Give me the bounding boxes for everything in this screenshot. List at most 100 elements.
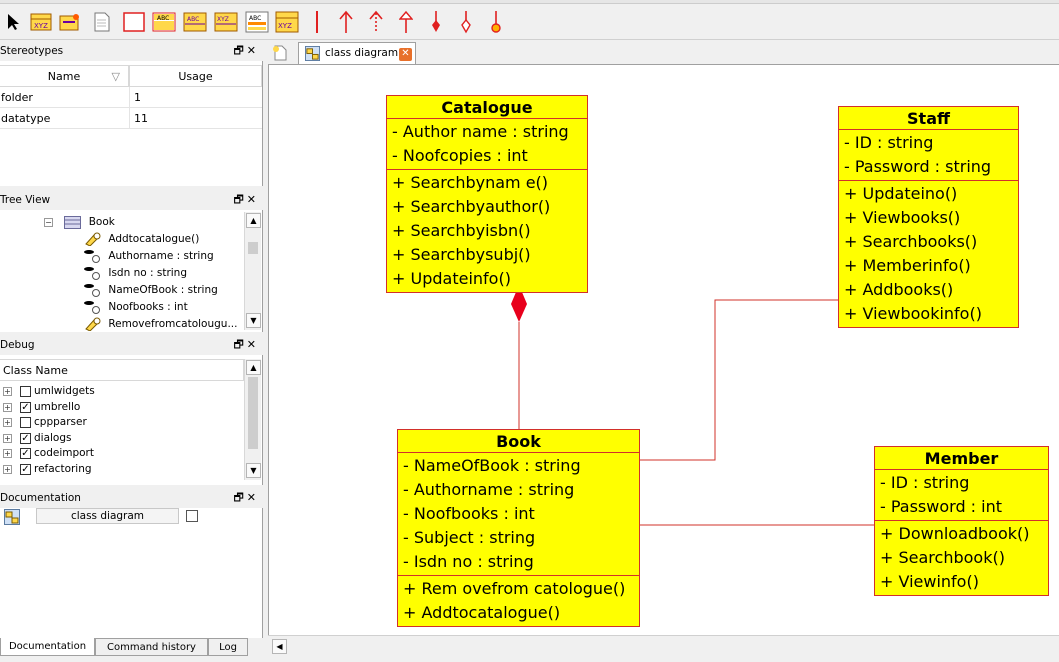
enum-tool-icon[interactable]: ABC bbox=[152, 10, 176, 34]
scroll-thumb[interactable] bbox=[248, 377, 258, 449]
attribute[interactable]: - Password : string bbox=[844, 157, 992, 176]
attribute[interactable]: - Noofbooks : int bbox=[403, 504, 535, 523]
category-tool-icon[interactable]: XYZ bbox=[214, 10, 238, 34]
documentation-field[interactable]: class diagram bbox=[36, 508, 179, 524]
scroll-left-icon[interactable]: ◀ bbox=[272, 639, 287, 654]
entity-tool-icon[interactable]: ABC bbox=[183, 10, 207, 34]
collapse-icon[interactable]: − bbox=[44, 217, 53, 227]
attribute[interactable]: - Password : int bbox=[880, 497, 1003, 516]
checkbox[interactable] bbox=[20, 416, 31, 428]
panel-float-close-icon[interactable]: 🗗✕ bbox=[233, 338, 259, 351]
tab-class-diagram[interactable]: class diagram ✕ bbox=[298, 42, 416, 64]
operation[interactable]: + Addbooks() bbox=[844, 280, 954, 299]
debug-item[interactable]: +✓umbrello bbox=[3, 399, 80, 415]
checkbox[interactable] bbox=[20, 385, 31, 397]
class-catalogue[interactable]: Catalogue - Author name : string - Noofc… bbox=[386, 95, 588, 293]
operation[interactable]: + Downloadbook() bbox=[880, 524, 1030, 543]
attribute[interactable]: - Isdn no : string bbox=[403, 552, 534, 571]
canvas-horizontal-scrollbar[interactable]: ◀ bbox=[268, 635, 1059, 662]
debug-scrollbar[interactable]: ▲ ▼ bbox=[244, 359, 261, 480]
operation[interactable]: + Updateinfo() bbox=[392, 269, 511, 288]
tree-item-book[interactable]: − Book bbox=[44, 214, 115, 230]
table-row-name[interactable]: folder bbox=[0, 87, 129, 108]
tree-item[interactable]: Authorname : string bbox=[84, 248, 214, 264]
treeview-scrollbar[interactable]: ▲ ▼ bbox=[244, 212, 261, 330]
generalization-tool-icon[interactable] bbox=[454, 10, 478, 34]
debug-item[interactable]: +✓refactoring bbox=[3, 461, 92, 477]
attribute[interactable]: - Authorname : string bbox=[403, 480, 575, 499]
checkbox-checked[interactable]: ✓ bbox=[20, 401, 31, 413]
box-tool-icon[interactable] bbox=[122, 10, 146, 34]
attribute[interactable]: - Noofcopies : int bbox=[392, 146, 528, 165]
scroll-thumb[interactable] bbox=[248, 242, 258, 254]
expand-icon[interactable]: + bbox=[3, 448, 12, 458]
operation[interactable]: + Searchbooks() bbox=[844, 232, 978, 251]
expand-icon[interactable]: + bbox=[3, 386, 12, 396]
attribute[interactable]: - Author name : string bbox=[392, 122, 569, 141]
tab-command-history[interactable]: Command history bbox=[95, 638, 208, 656]
debug-item[interactable]: +cppparser bbox=[3, 414, 87, 430]
operation[interactable]: + Searchbook() bbox=[880, 548, 1005, 567]
operation[interactable]: + Viewbookinfo() bbox=[844, 304, 982, 323]
operation[interactable]: + Rem ovefrom catologue() bbox=[403, 579, 626, 598]
composition-tool-icon[interactable] bbox=[394, 10, 418, 34]
containment-tool-icon[interactable] bbox=[424, 10, 448, 34]
tab-log[interactable]: Log bbox=[208, 638, 248, 656]
operation[interactable]: + Viewinfo() bbox=[880, 572, 979, 591]
expand-icon[interactable]: + bbox=[3, 464, 12, 474]
interface-tool-icon[interactable] bbox=[58, 10, 82, 34]
scroll-up-icon[interactable]: ▲ bbox=[246, 360, 261, 375]
stereotypes-header-usage[interactable]: Usage bbox=[129, 65, 262, 87]
anchor-tool-icon[interactable]: XYZ bbox=[275, 10, 299, 34]
expand-icon[interactable]: + bbox=[3, 433, 12, 443]
operation[interactable]: + Addtocatalogue() bbox=[403, 603, 561, 622]
table-row-name[interactable]: datatype bbox=[0, 108, 129, 129]
operation[interactable]: + Viewbooks() bbox=[844, 208, 961, 227]
class-book[interactable]: Book - NameOfBook : string - Authorname … bbox=[397, 429, 640, 627]
attribute[interactable]: - NameOfBook : string bbox=[403, 456, 581, 475]
tree-item[interactable]: Removefromcatolougu... bbox=[84, 316, 237, 332]
stereotypes-header-name[interactable]: Name ▽ bbox=[0, 65, 129, 87]
operation[interactable]: + Searchbyisbn() bbox=[392, 221, 531, 240]
tree-item[interactable]: Addtocatalogue() bbox=[84, 231, 199, 247]
tree-item[interactable]: NameOfBook : string bbox=[84, 282, 218, 298]
debug-item[interactable]: +✓dialogs bbox=[3, 430, 72, 446]
expand-icon[interactable]: + bbox=[3, 402, 12, 412]
panel-float-close-icon[interactable]: 🗗✕ bbox=[233, 193, 259, 206]
tree-item[interactable]: Isdn no : string bbox=[84, 265, 187, 281]
expand-icon[interactable]: + bbox=[3, 417, 12, 427]
class-tool-icon[interactable]: XYZ bbox=[29, 10, 53, 34]
attribute[interactable]: - ID : string bbox=[880, 473, 970, 492]
panel-float-close-icon[interactable]: 🗗✕ bbox=[233, 44, 259, 57]
new-diagram-icon[interactable] bbox=[272, 45, 288, 61]
documentation-checkbox[interactable] bbox=[186, 510, 198, 522]
operation[interactable]: + Updateino() bbox=[844, 184, 958, 203]
diagram-canvas[interactable]: Catalogue - Author name : string - Noofc… bbox=[268, 65, 1059, 635]
table-row-usage[interactable]: 1 bbox=[129, 87, 262, 108]
tab-documentation[interactable]: Documentation bbox=[0, 638, 95, 656]
dependency-tool-icon[interactable] bbox=[484, 10, 508, 34]
checkbox-checked[interactable]: ✓ bbox=[20, 447, 31, 459]
debug-header-classname[interactable]: Class Name bbox=[0, 359, 244, 381]
aggregation-tool-icon[interactable] bbox=[364, 10, 388, 34]
directional-association-tool-icon[interactable] bbox=[334, 10, 358, 34]
debug-item[interactable]: +✓codeimport bbox=[3, 445, 94, 461]
operation[interactable]: + Searchbysubj() bbox=[392, 245, 531, 264]
panel-float-close-icon[interactable]: 🗗✕ bbox=[233, 491, 259, 504]
class-staff[interactable]: Staff - ID : string - Password : string … bbox=[838, 106, 1019, 328]
tree-item[interactable]: Noofbooks : int bbox=[84, 299, 188, 315]
checkbox-checked[interactable]: ✓ bbox=[20, 432, 31, 444]
scroll-down-icon[interactable]: ▼ bbox=[246, 313, 261, 328]
debug-item[interactable]: +umlwidgets bbox=[3, 383, 95, 399]
operation[interactable]: + Searchbyauthor() bbox=[392, 197, 551, 216]
text-tool-icon[interactable]: ABC bbox=[245, 10, 269, 34]
composition-diamond-icon[interactable] bbox=[511, 285, 527, 322]
attribute[interactable]: - ID : string bbox=[844, 133, 934, 152]
scroll-up-icon[interactable]: ▲ bbox=[246, 213, 261, 228]
datatype-tool-icon[interactable] bbox=[90, 10, 114, 34]
scroll-down-icon[interactable]: ▼ bbox=[246, 463, 261, 478]
tab-close-icon[interactable]: ✕ bbox=[399, 48, 412, 61]
class-member[interactable]: Member - ID : string - Password : int + … bbox=[874, 446, 1049, 596]
attribute[interactable]: - Subject : string bbox=[403, 528, 536, 547]
table-row-usage[interactable]: 11 bbox=[129, 108, 262, 129]
